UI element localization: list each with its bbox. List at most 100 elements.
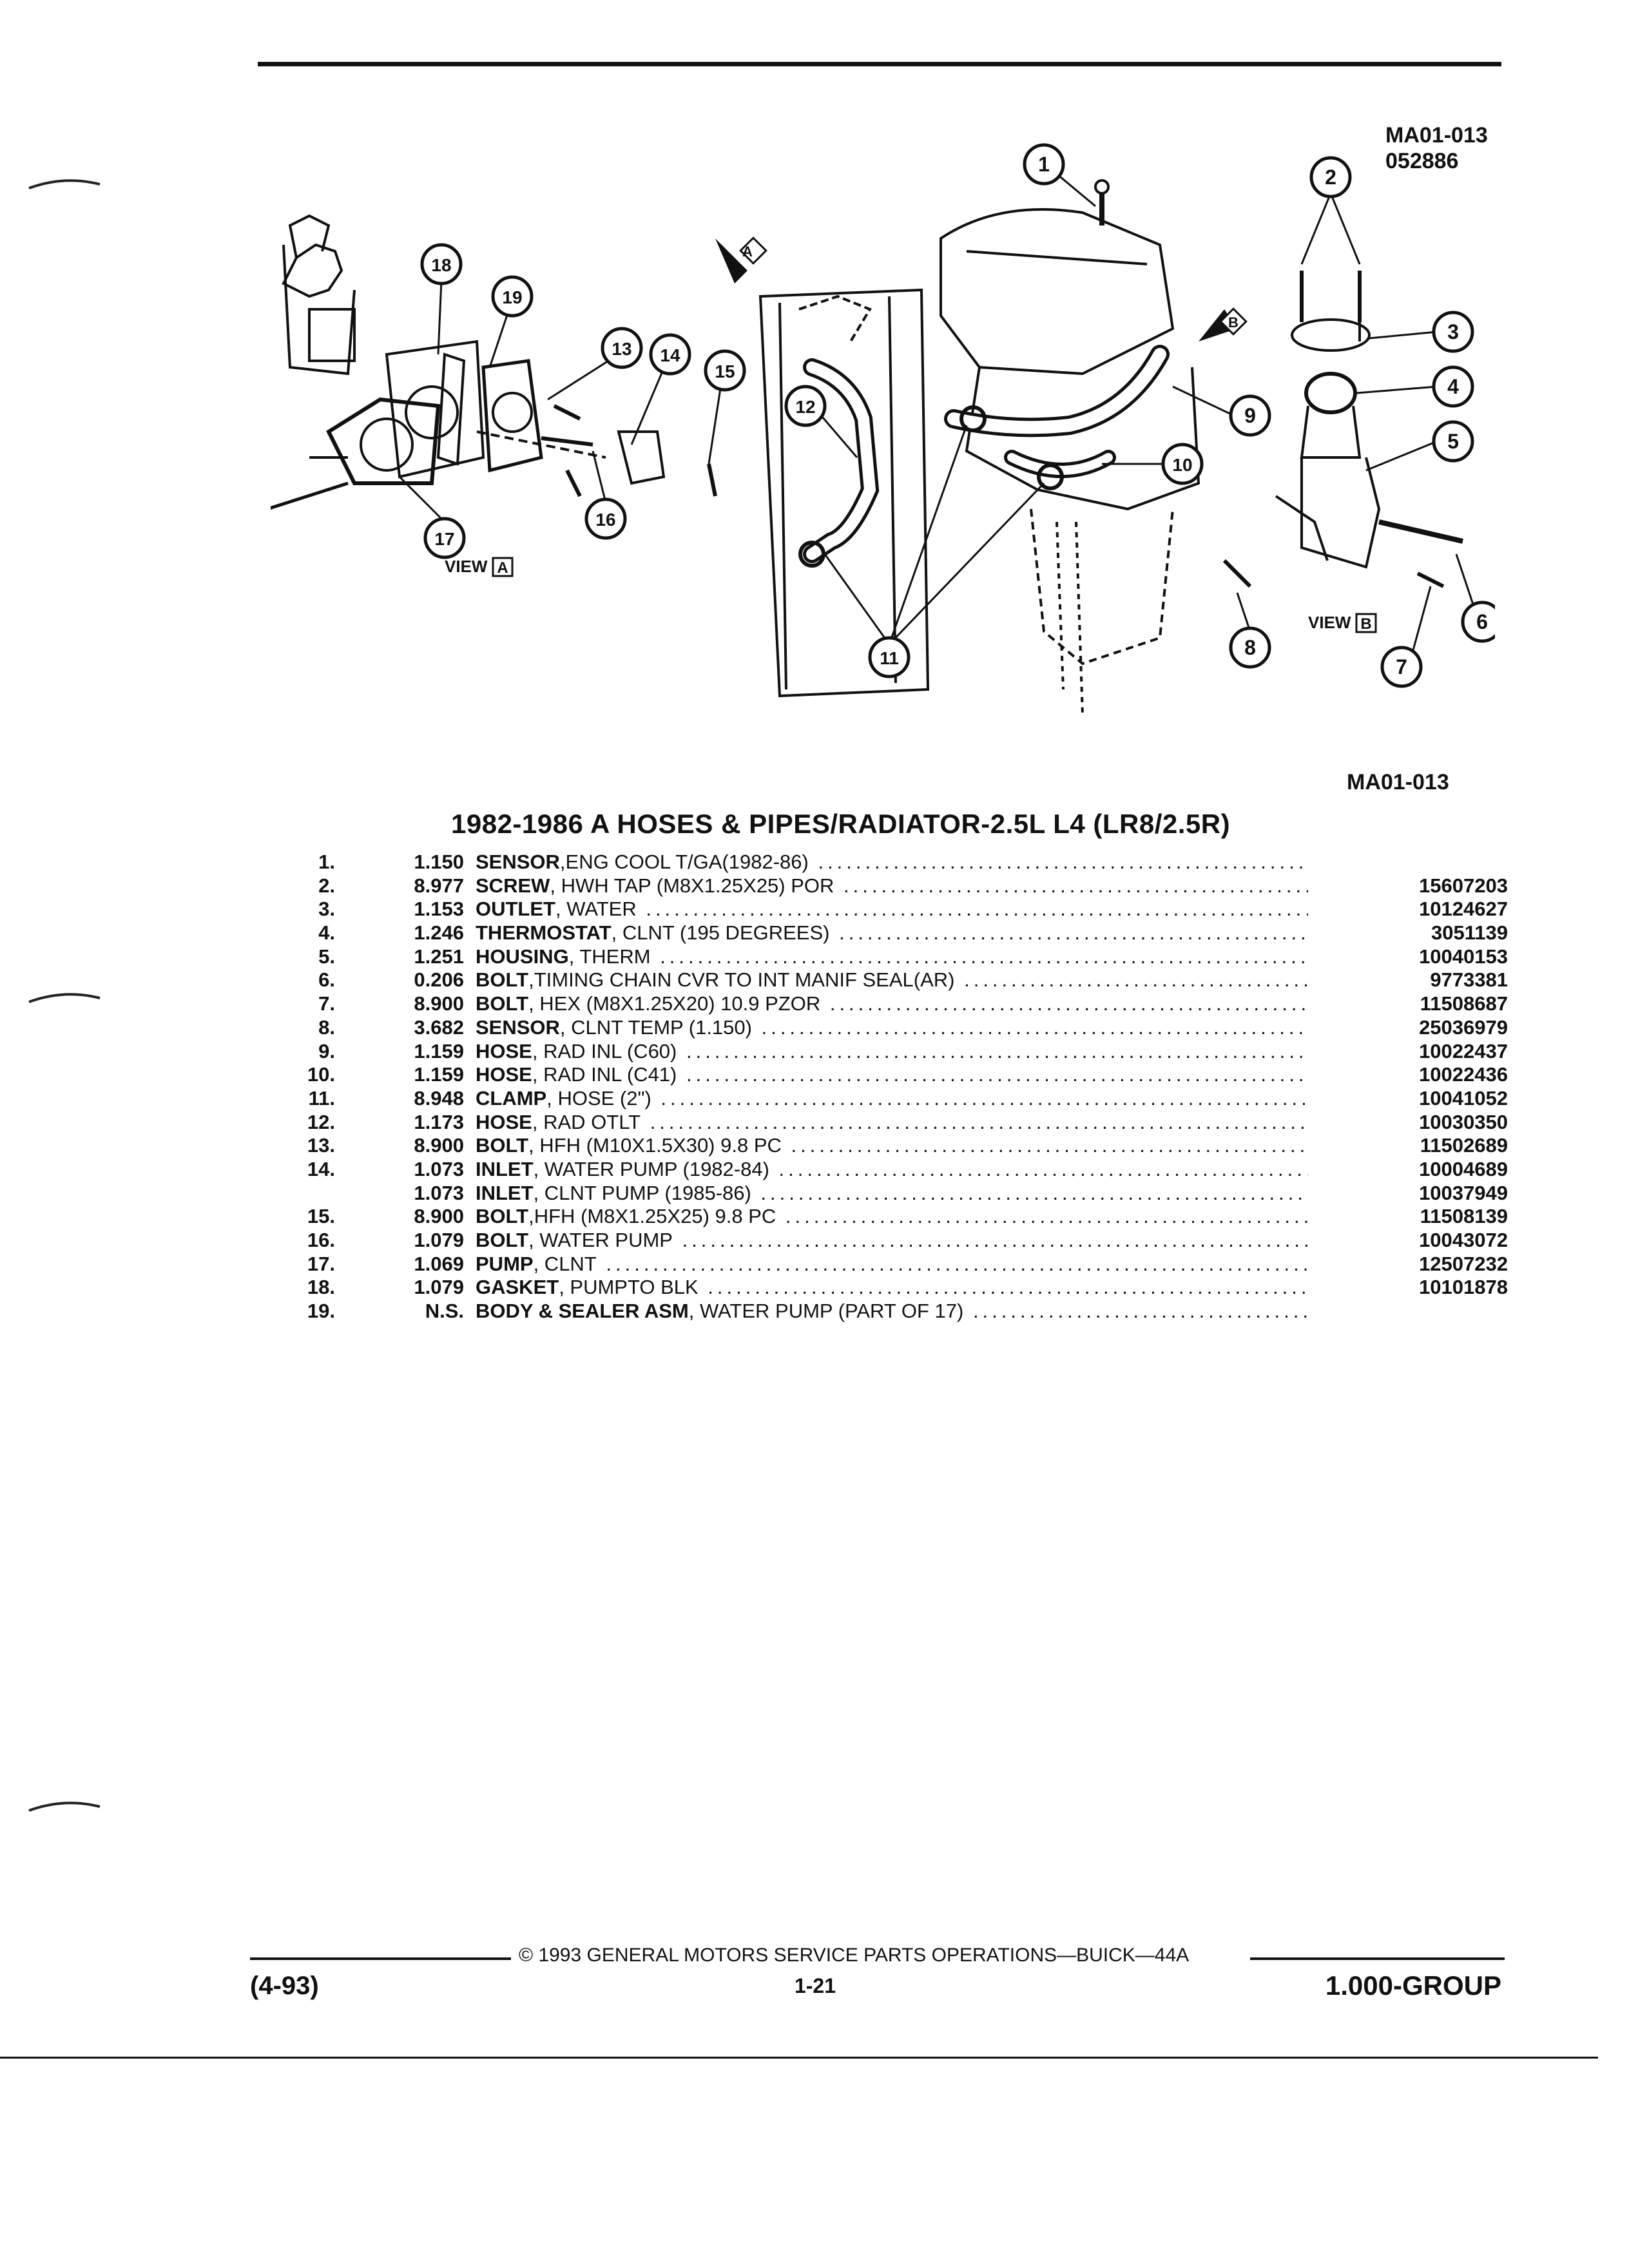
item-description: BOLT,TIMING CHAIN CVR TO INT MANIF SEAL(…: [476, 968, 1308, 992]
item-detail: , CLNT PUMP (1985-86): [533, 1181, 751, 1204]
group-number: 1.153: [414, 898, 464, 921]
leader-dots: ........................................…: [650, 1110, 1308, 1133]
item-number: 16.: [307, 1229, 335, 1251]
binder-mark-middle: [28, 993, 101, 1003]
item-description: BOLT, WATER PUMP .......................…: [476, 1229, 1308, 1253]
item-name: CLAMP: [476, 1086, 547, 1110]
item-name: SCREW: [476, 874, 550, 897]
group-number: 8.977: [414, 874, 464, 897]
item-description: PUMP, CLNT .............................…: [476, 1253, 1308, 1276]
item-detail: ,TIMING CHAIN CVR TO INT MANIF SEAL(AR): [528, 968, 955, 992]
callout-number: 3: [1447, 320, 1459, 343]
part-number: 11508139: [1420, 1205, 1508, 1228]
part-number: 12507232: [1419, 1252, 1508, 1275]
callout-15: 15: [704, 349, 746, 392]
group-number: 3.682: [414, 1015, 464, 1039]
item-number: 14.: [307, 1157, 335, 1180]
leader-dots: ........................................…: [646, 898, 1308, 921]
part-number: 15607203: [1419, 874, 1508, 897]
item-detail: , WATER PUMP (1982-84): [533, 1157, 769, 1180]
callout-9: 9: [1229, 394, 1271, 437]
callout-number: 11: [880, 648, 899, 668]
callout-number: 18: [431, 255, 451, 275]
part-number: 10041052: [1419, 1086, 1508, 1110]
item-number: 2.: [318, 874, 335, 897]
leader-dots: ........................................…: [843, 874, 1308, 897]
item-description: BOLT,HFH (M8X1.25X25) 9.8 PC ...........…: [476, 1205, 1308, 1229]
item-description: HOSE, RAD OTLT .........................…: [476, 1111, 1308, 1135]
item-description: INLET, CLNT PUMP (1985-86) .............…: [476, 1182, 1308, 1206]
part-number: 10022436: [1419, 1063, 1508, 1086]
item-number: 10.: [307, 1063, 335, 1086]
part-number: 3051139: [1431, 921, 1508, 945]
part-number: 10037949: [1419, 1181, 1508, 1204]
item-detail: ,HFH (M8X1.25X25) 9.8 PC: [528, 1205, 776, 1228]
parts-list-row: 19.N.S.BODY & SEALER ASM, WATER PUMP (PA…: [296, 1300, 1508, 1323]
item-description: GASKET, PUMPTO BLK .....................…: [476, 1276, 1308, 1300]
view-b-drawing: [1222, 271, 1463, 588]
figure-id: MA01-013: [1385, 123, 1488, 148]
callout-leaders: [398, 173, 1477, 658]
item-detail: , CLNT TEMP (1.150): [559, 1015, 752, 1039]
item-detail: , WATER: [555, 898, 637, 921]
callout-number: 1: [1038, 153, 1050, 176]
view-arrow-b-letter: B: [1228, 314, 1239, 331]
part-number: 10004689: [1419, 1157, 1508, 1180]
item-description: SENSOR,ENG COOL T/GA(1982-86) ..........…: [476, 850, 1308, 874]
binder-mark-bottom: [28, 1802, 101, 1812]
callout-19: 19: [491, 275, 534, 318]
callout-17: 17: [423, 517, 466, 559]
leader-dots: ........................................…: [708, 1276, 1308, 1299]
group-number: 8.900: [414, 1205, 464, 1228]
item-detail: , WATER PUMP (PART OF 17): [688, 1300, 964, 1323]
group-number: N.S.: [425, 1300, 464, 1323]
leader-dots: ........................................…: [760, 1181, 1308, 1204]
item-description: HOSE, RAD INL (C41) ....................…: [476, 1063, 1308, 1087]
item-name: SENSOR: [476, 850, 560, 873]
group-number: 1.173: [414, 1110, 464, 1133]
callout-number: 6: [1476, 610, 1488, 633]
view-arrow-a-letter: A: [742, 244, 753, 260]
leader-dots: ........................................…: [839, 921, 1308, 945]
item-number: 9.: [318, 1039, 335, 1062]
callout-number: 8: [1244, 636, 1256, 659]
part-number: 10101878: [1419, 1276, 1508, 1299]
callout-number: 7: [1396, 655, 1407, 678]
item-number: 13.: [307, 1134, 335, 1157]
part-number: 9773381: [1430, 968, 1508, 992]
part-number: 25036979: [1419, 1015, 1508, 1039]
item-detail: , CLNT: [533, 1252, 597, 1275]
callout-14: 14: [649, 333, 691, 376]
callout-8: 8: [1229, 626, 1271, 669]
callout-number: 9: [1244, 404, 1256, 427]
footer-revision: (4-93): [250, 1972, 319, 2000]
item-number: 6.: [318, 968, 335, 992]
group-number: 1.246: [414, 921, 464, 945]
item-detail: , PUMPTO BLK: [559, 1276, 699, 1299]
callout-number: 2: [1325, 166, 1336, 189]
callout-number: 13: [612, 339, 631, 359]
item-number: 1.: [318, 850, 335, 873]
item-detail: , THERM: [568, 945, 651, 968]
item-name: HOSE: [476, 1039, 532, 1062]
leader-dots: ........................................…: [660, 1086, 1308, 1110]
callout-number: 14: [660, 345, 680, 365]
item-detail: , HOSE (2"): [546, 1086, 651, 1110]
view-label-b: VIEW B: [1308, 613, 1377, 633]
view-label-a: VIEW A: [445, 557, 514, 577]
item-description: BOLT, HEX (M8X1.25X20) 10.9 PZOR .......…: [476, 992, 1308, 1016]
part-number: 10124627: [1419, 898, 1508, 921]
leader-dots: ........................................…: [829, 992, 1308, 1015]
item-name: BODY & SEALER ASM: [476, 1300, 689, 1323]
leader-dots: ........................................…: [778, 1157, 1308, 1180]
callout-number: 4: [1447, 375, 1459, 398]
